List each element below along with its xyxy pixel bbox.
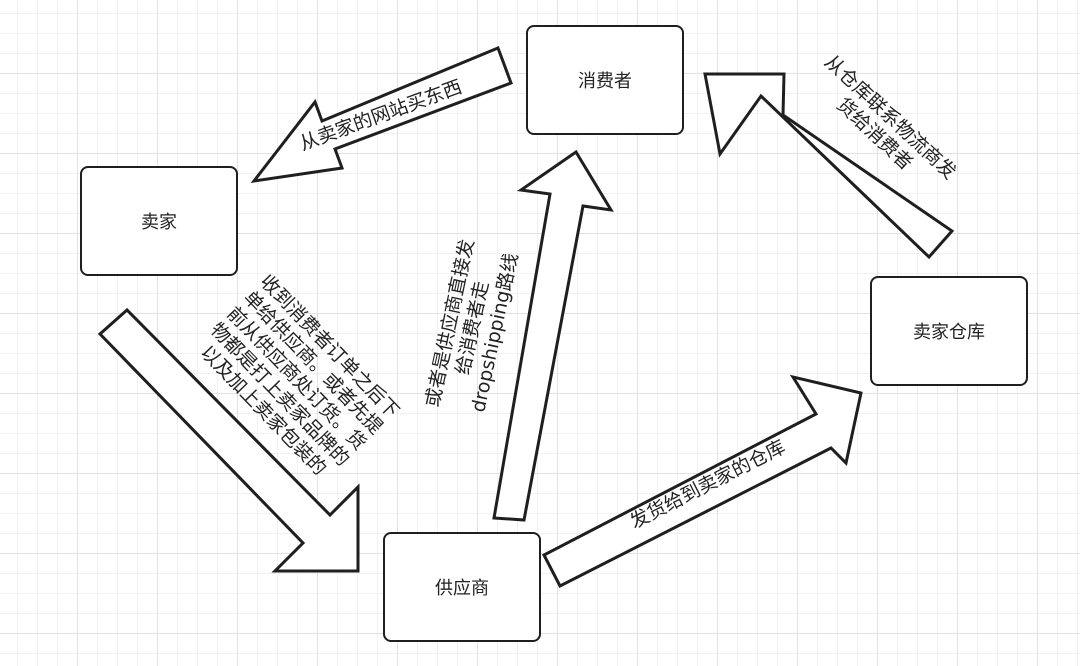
arrow-supplier-to-consumer xyxy=(492,149,614,522)
arrow-warehouse-to-consumer xyxy=(703,72,955,260)
arrow-consumer-to-seller xyxy=(250,46,513,184)
arrow-seller-to-supplier xyxy=(97,307,360,573)
seller-node: 卖家 xyxy=(80,166,238,276)
consumer-node: 消费者 xyxy=(526,25,684,135)
arrow-supplier-to-warehouse xyxy=(541,374,863,589)
supplier-node: 供应商 xyxy=(383,532,541,642)
seller-warehouse-node: 卖家仓库 xyxy=(870,276,1028,386)
